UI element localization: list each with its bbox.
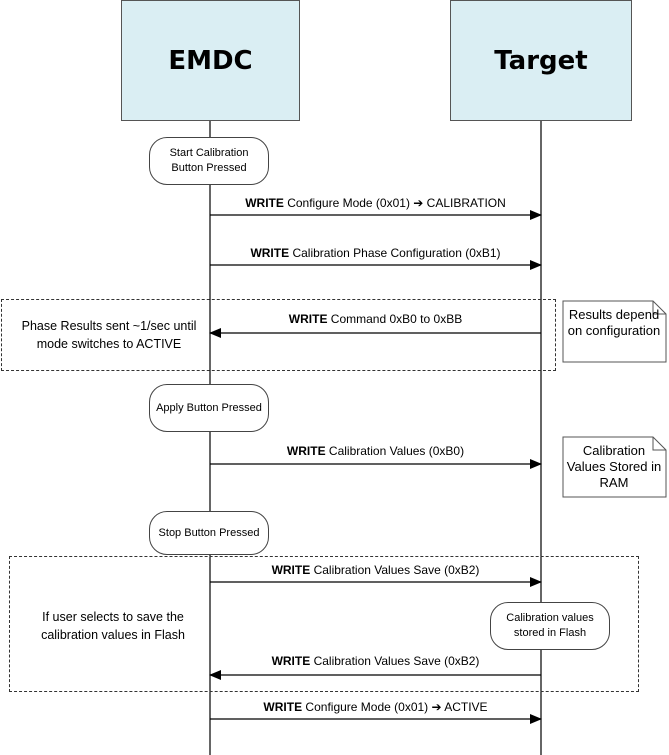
stop-button-event: Stop Button Pressed	[149, 511, 269, 555]
emdc-lifeline-header: EMDC	[121, 0, 300, 121]
message-label-4: WRITE Calibration Values (0xB0)	[286, 444, 465, 458]
message-label-2: WRITE Calibration Phase Configuration (0…	[250, 246, 501, 260]
message-label-5: WRITE Calibration Values Save (0xB2)	[271, 563, 480, 577]
results-note-text: Results depend on configuration	[567, 307, 661, 338]
phase-results-text: Phase Results sent ~1/sec until mode swi…	[21, 319, 197, 351]
save-flash-text: If user selects to save the calibration …	[41, 610, 185, 642]
start-calibration-event: Start Calibration Button Pressed	[149, 137, 269, 185]
save-flash-group	[9, 556, 639, 692]
phase-results-group	[1, 299, 556, 371]
message-label-6: WRITE Calibration Values Save (0xB2)	[271, 654, 480, 668]
ram-note-text: Calibration Values Stored in RAM	[566, 443, 662, 490]
target-title: Target	[494, 45, 588, 76]
emdc-title: EMDC	[168, 45, 253, 76]
results-note-shape	[562, 300, 667, 363]
message-label-3: WRITE Command 0xB0 to 0xBB	[288, 312, 463, 326]
apply-button-event: Apply Button Pressed	[149, 384, 269, 432]
message-label-7: WRITE Configure Mode (0x01) ➔ ACTIVE	[263, 700, 488, 714]
target-lifeline-header: Target	[450, 0, 632, 121]
flash-stored-event: Calibration values stored in Flash	[490, 602, 610, 650]
message-label-1: WRITE Configure Mode (0x01) ➔ CALIBRATIO…	[245, 196, 506, 210]
ram-note-shape	[562, 436, 667, 498]
